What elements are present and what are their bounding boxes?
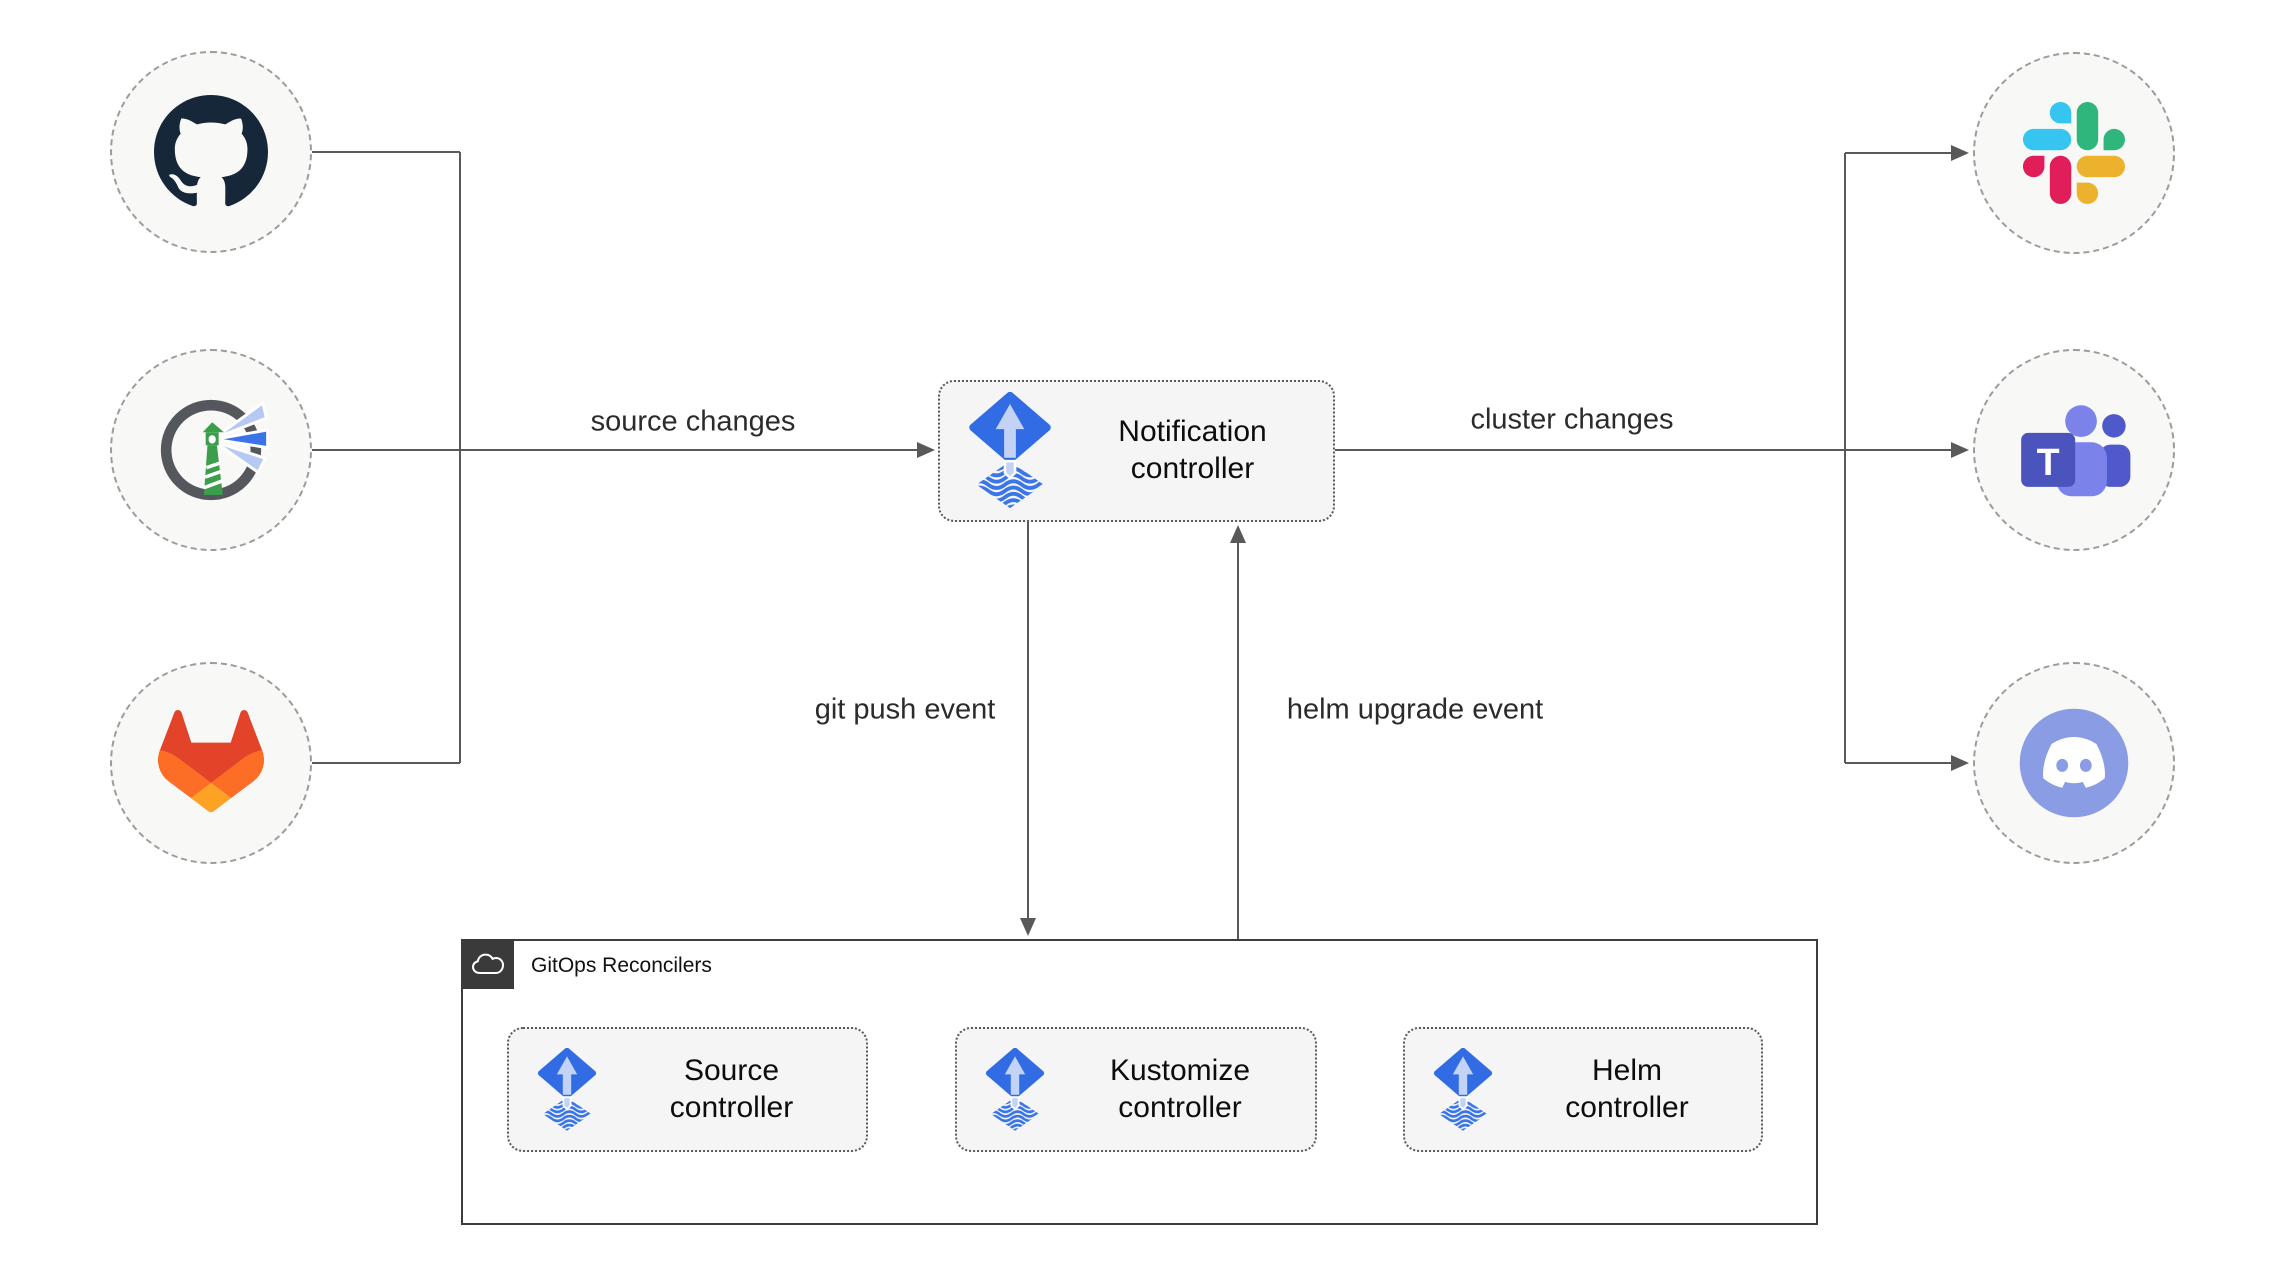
- label-helm-upgrade-event: helm upgrade event: [1286, 693, 1544, 726]
- label-git-push-event: git push event: [814, 693, 996, 726]
- node-notification-controller[interactable]: Notification controller: [938, 380, 1335, 522]
- group-corner-badge: [461, 939, 514, 989]
- node-harbor[interactable]: [110, 349, 312, 551]
- flux-icon: [968, 392, 1052, 510]
- node-kustomize-controller[interactable]: Kustomize controller: [955, 1027, 1317, 1152]
- gitlab-icon: [158, 709, 264, 812]
- node-microsoft-teams[interactable]: T: [1973, 349, 2175, 551]
- github-icon: [154, 95, 268, 207]
- slack-icon: [2023, 102, 2125, 204]
- node-helm-controller[interactable]: Helm controller: [1403, 1027, 1763, 1152]
- harbor-icon: [160, 399, 270, 501]
- node-label: Notification controller: [1118, 415, 1267, 485]
- node-label: Kustomize controller: [1109, 1053, 1251, 1124]
- label-source-changes: source changes: [590, 405, 796, 438]
- flux-icon: [537, 1047, 597, 1132]
- teams-letter: T: [2037, 441, 2060, 483]
- node-github[interactable]: [110, 51, 312, 253]
- node-discord[interactable]: [1973, 662, 2175, 864]
- cloud-icon: [471, 953, 504, 974]
- node-label: Helm controller: [1565, 1053, 1689, 1124]
- node-source-controller[interactable]: Source controller: [507, 1027, 868, 1152]
- flux-icon: [985, 1047, 1045, 1132]
- node-slack[interactable]: [1973, 52, 2175, 254]
- group-title: GitOps Reconcilers: [531, 954, 712, 977]
- discord-icon: [2019, 708, 2129, 818]
- node-gitlab[interactable]: [110, 662, 312, 864]
- microsoft-teams-icon: T: [2021, 404, 2131, 496]
- node-label: Source controller: [669, 1053, 794, 1124]
- label-cluster-changes: cluster changes: [1470, 403, 1674, 436]
- flux-icon: [1433, 1047, 1493, 1132]
